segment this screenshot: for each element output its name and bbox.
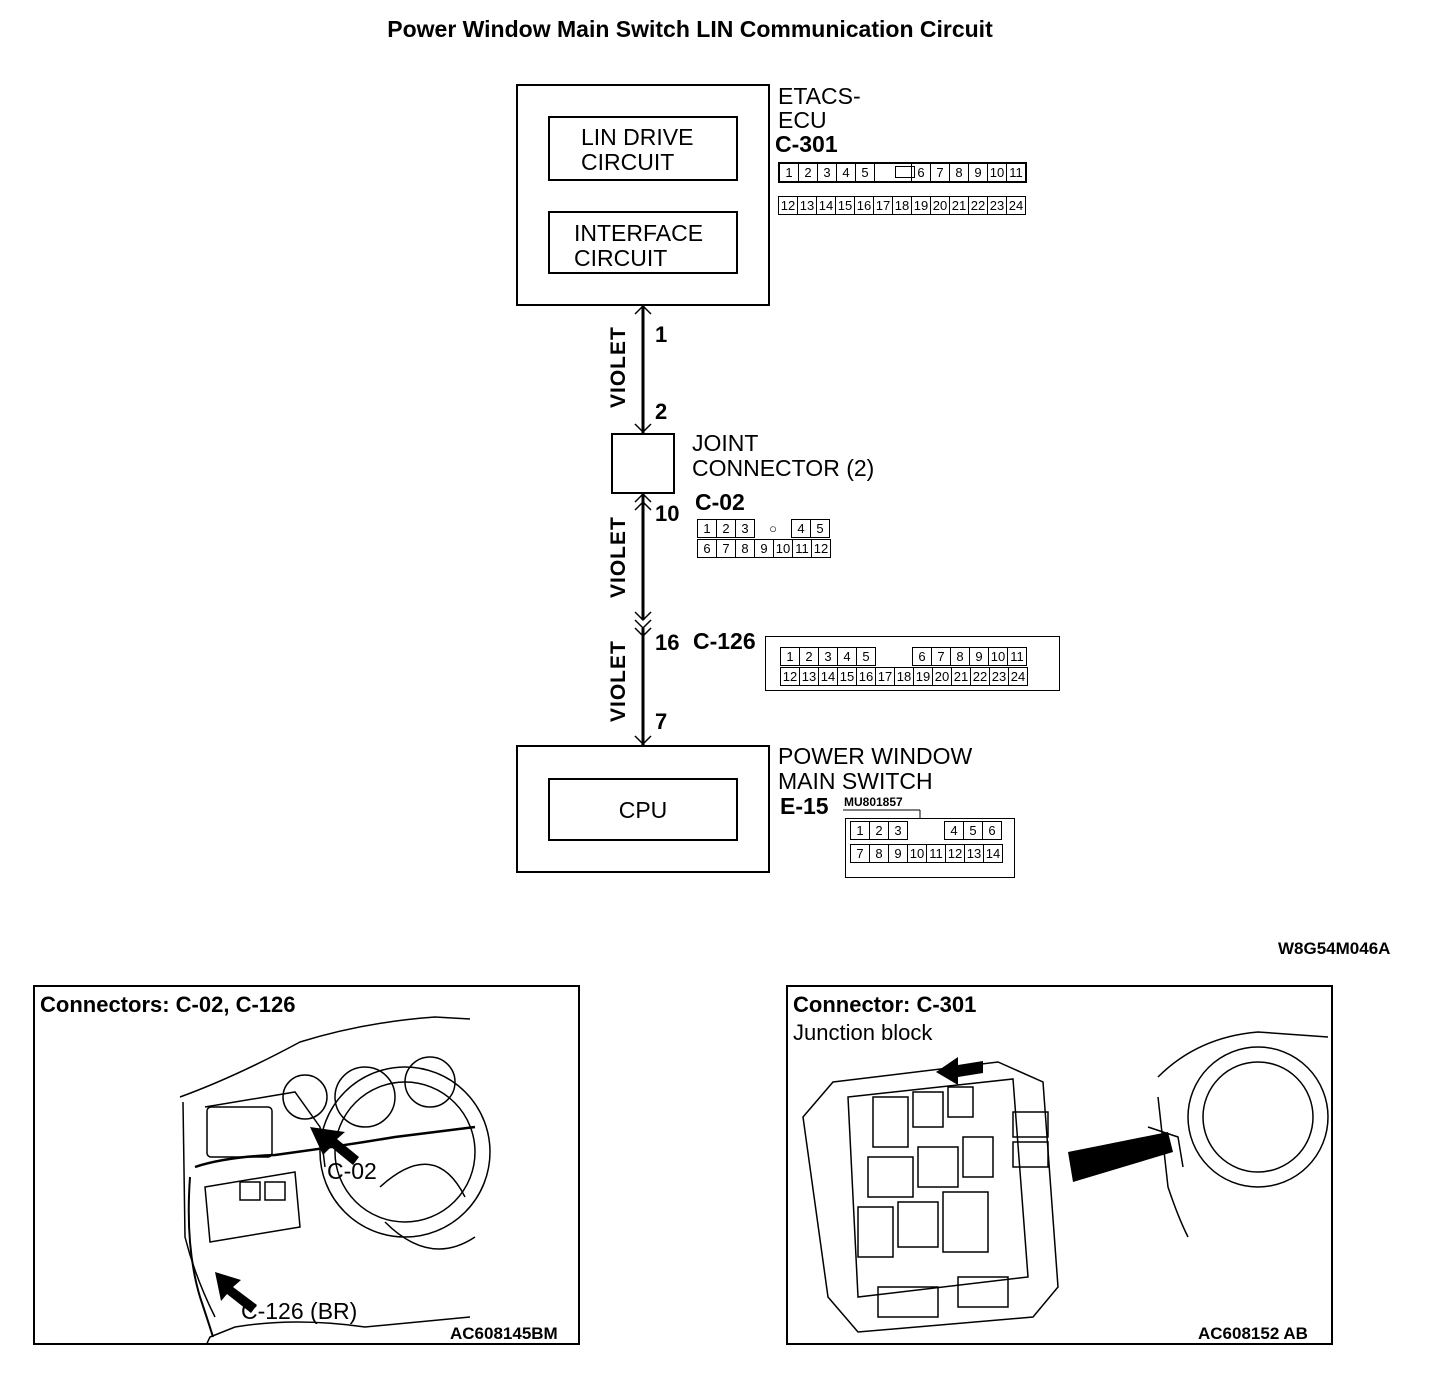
pin-number: 7 <box>655 709 668 734</box>
interface-circuit-box: INTERFACE CIRCUIT <box>548 211 738 274</box>
wire-color-label: VIOLET <box>607 640 630 722</box>
cpu-box: CPU <box>548 778 738 841</box>
callout-c02: C-02 <box>327 1158 377 1184</box>
c126-connector-id: C-126 <box>693 628 756 654</box>
interface-label-2: CIRCUIT <box>574 245 668 271</box>
pin-number: 16 <box>655 630 680 655</box>
figure-code: W8G54M046A <box>1278 939 1391 958</box>
etacs-label-1: ETACS- <box>778 83 861 109</box>
lin-drive-label-2: CIRCUIT <box>581 149 675 175</box>
arrow-icon <box>936 1057 983 1085</box>
panel-right-subtitle: Junction block <box>793 1020 933 1045</box>
lin-drive-label-1: LIN DRIVE <box>581 124 694 150</box>
wire-color-label: VIOLET <box>607 326 630 408</box>
pwms-label-2: MAIN SWITCH <box>778 768 933 794</box>
panel-connector-c301: Connector: C-301 Junction block <box>786 985 1333 1345</box>
joint-label-1: JOINT <box>692 430 759 456</box>
panel-left-code: AC608145BM <box>450 1324 558 1343</box>
pin-number: 10 <box>655 501 680 526</box>
pin-number: 2 <box>655 399 668 424</box>
panel-right-title: Connector: C-301 <box>793 992 977 1017</box>
panel-connectors-c02-c126: Connectors: C-02, C-126 C-02 C-126 (BR) … <box>33 985 580 1345</box>
pwms-connector-id: E-15 <box>780 793 829 819</box>
joint-connector-box <box>611 433 675 494</box>
panel-right-code: AC608152 AB <box>1198 1324 1308 1343</box>
wire-color-label: VIOLET <box>607 516 630 598</box>
dashboard-illustration <box>179 1016 491 1343</box>
callout-c126: C-126 (BR) <box>241 1298 358 1324</box>
pwms-label-1: POWER WINDOW <box>778 743 973 769</box>
pin-number: 1 <box>655 322 668 347</box>
interface-label-1: INTERFACE <box>574 220 704 246</box>
arrow-icon <box>215 1272 257 1313</box>
panel-left-title: Connectors: C-02, C-126 <box>40 992 296 1017</box>
arrow-icon <box>310 1127 359 1165</box>
junction-block-illustration <box>802 1031 1329 1333</box>
page-title: Power Window Main Switch LIN Communicati… <box>387 16 993 42</box>
etacs-connector-id: C-301 <box>775 131 838 157</box>
joint-label-2: CONNECTOR (2) <box>692 455 875 481</box>
cpu-label: CPU <box>618 797 668 823</box>
lin-drive-circuit-box: LIN DRIVE CIRCUIT <box>548 116 738 181</box>
joint-connector-id: C-02 <box>695 489 745 515</box>
etacs-label-2: ECU <box>778 107 827 133</box>
pwms-part-number: MU801857 <box>844 795 903 809</box>
